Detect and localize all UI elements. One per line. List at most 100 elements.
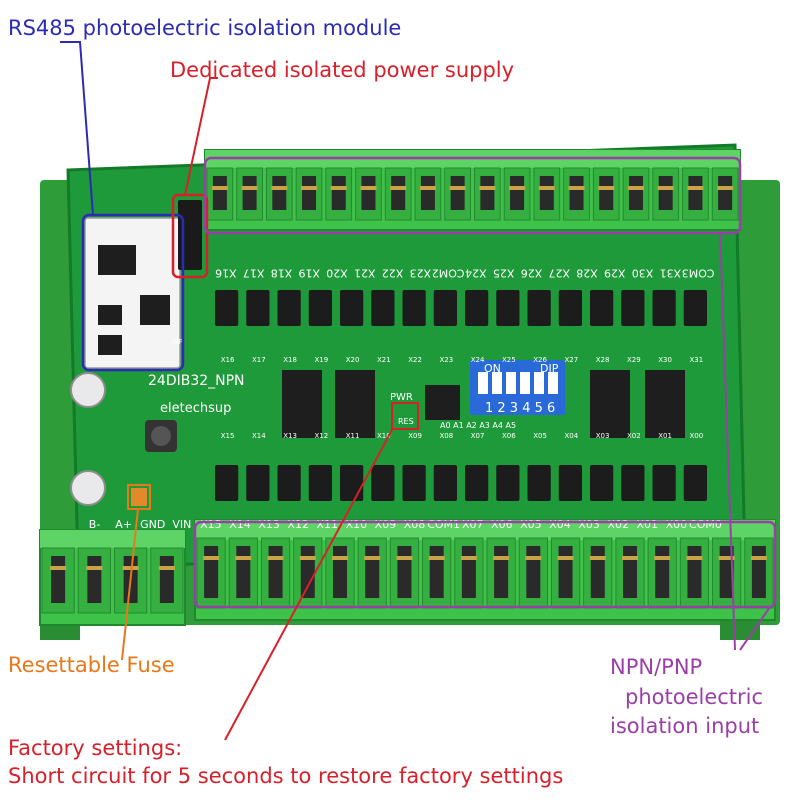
power-terminal-block (39, 529, 186, 626)
svg-text:X18: X18 (271, 267, 293, 280)
svg-text:X28: X28 (576, 267, 598, 280)
input-highlight-top (203, 156, 742, 235)
svg-text:X12: X12 (315, 432, 329, 440)
svg-text:X16: X16 (215, 267, 237, 280)
svg-text:X03: X03 (578, 518, 600, 531)
svg-text:X01: X01 (658, 432, 672, 440)
svg-text:X10: X10 (346, 518, 368, 531)
svg-text:X07: X07 (462, 518, 484, 531)
svg-text:X31: X31 (660, 267, 682, 280)
svg-text:X00: X00 (690, 432, 704, 440)
bottom-terminal-block (194, 519, 776, 621)
svg-text:X06: X06 (502, 432, 516, 440)
svg-text:X20: X20 (346, 356, 360, 364)
svg-text:ON: ON (484, 362, 501, 375)
svg-text:1 2 3 4 5 6: 1 2 3 4 5 6 (485, 401, 555, 416)
power-callout: Dedicated isolated power supply (170, 58, 515, 82)
svg-text:X30: X30 (658, 356, 672, 364)
svg-text:X17: X17 (243, 267, 265, 280)
svg-text:X10: X10 (377, 432, 391, 440)
svg-text:X24: X24 (471, 356, 485, 364)
brand-silkscreen: eletechsup (160, 401, 231, 416)
svg-text:X02: X02 (607, 518, 629, 531)
svg-text:X27: X27 (548, 267, 570, 280)
svg-text:X19: X19 (315, 356, 329, 364)
svg-text:X05: X05 (533, 432, 547, 440)
svg-text:A0 A1 A2 A3 A4 A5: A0 A1 A2 A3 A4 A5 (440, 421, 516, 430)
svg-text:X11: X11 (346, 432, 360, 440)
npn-callout-line3: isolation input (610, 714, 760, 738)
dip-switch (470, 360, 565, 415)
svg-text:A+: A+ (115, 518, 132, 531)
svg-text:COM3: COM3 (682, 267, 715, 280)
svg-text:X04: X04 (549, 518, 571, 531)
model-silkscreen: 24DIB32_NPN (148, 373, 245, 389)
svg-text:X22: X22 (382, 267, 404, 280)
svg-text:X21: X21 (377, 356, 391, 364)
svg-text:X30: X30 (632, 267, 654, 280)
input-highlight-bottom (193, 520, 777, 609)
rs485-module (84, 217, 181, 369)
factory-callout-line1: Factory settings: (8, 736, 183, 760)
svg-text:X22: X22 (408, 356, 422, 364)
svg-text:X11: X11 (316, 518, 338, 531)
svg-text:X15: X15 (200, 518, 222, 531)
svg-text:X25: X25 (493, 267, 515, 280)
svg-text:X14: X14 (229, 518, 251, 531)
top-terminal-block (204, 149, 741, 231)
svg-text:X09: X09 (408, 432, 422, 440)
svg-text:ISP: ISP (172, 338, 183, 346)
svg-text:X28: X28 (596, 356, 610, 364)
svg-text:X05: X05 (520, 518, 542, 531)
power-highlight (171, 193, 209, 279)
svg-text:X08: X08 (440, 432, 454, 440)
svg-text:COM2: COM2 (432, 267, 465, 280)
svg-text:X19: X19 (298, 267, 320, 280)
svg-text:X06: X06 (491, 518, 513, 531)
svg-text:X24: X24 (465, 267, 487, 280)
fuse-highlight (127, 484, 151, 510)
isolated-power-module (178, 200, 202, 270)
svg-text:DIP: DIP (540, 362, 559, 375)
svg-text:X13: X13 (258, 518, 280, 531)
npn-callout-line1: NPN/PNP (610, 655, 703, 679)
svg-text:GND: GND (140, 518, 165, 531)
svg-text:PWR: PWR (390, 392, 413, 403)
resettable-fuse (131, 488, 147, 506)
fuse-callout: Resettable Fuse (8, 653, 175, 677)
svg-text:X25: X25 (502, 356, 516, 364)
svg-text:X15: X15 (221, 432, 235, 440)
factory-callout-line2: Short circuit for 5 seconds to restore f… (8, 764, 564, 788)
svg-text:X02: X02 (627, 432, 641, 440)
npn-callout-line2: photoelectric (625, 685, 764, 709)
svg-text:RES: RES (398, 417, 414, 426)
svg-text:X26: X26 (521, 267, 543, 280)
reset-highlight (391, 402, 419, 430)
svg-text:COM1: COM1 (427, 518, 460, 531)
svg-text:X08: X08 (404, 518, 426, 531)
svg-text:X04: X04 (565, 432, 579, 440)
svg-text:X31: X31 (690, 356, 704, 364)
svg-text:X27: X27 (565, 356, 579, 364)
svg-text:X29: X29 (627, 356, 641, 364)
svg-text:X18: X18 (283, 356, 297, 364)
svg-text:COM0: COM0 (689, 518, 722, 531)
svg-text:X23: X23 (440, 356, 454, 364)
svg-text:X00: X00 (666, 518, 688, 531)
svg-text:X29: X29 (604, 267, 626, 280)
svg-text:X21: X21 (354, 267, 376, 280)
svg-text:B-: B- (89, 518, 101, 531)
rs485-callout: RS485 photoelectric isolation module (8, 16, 402, 40)
capacitor-1 (70, 372, 106, 408)
svg-text:X01: X01 (636, 518, 658, 531)
svg-text:X20: X20 (326, 267, 348, 280)
svg-text:X23: X23 (410, 267, 432, 280)
svg-text:X14: X14 (252, 432, 266, 440)
capacitor-2 (70, 470, 106, 506)
svg-text:X12: X12 (287, 518, 309, 531)
svg-text:X07: X07 (471, 432, 485, 440)
svg-text:X17: X17 (252, 356, 266, 364)
svg-text:X16: X16 (221, 356, 235, 364)
svg-text:X26: X26 (533, 356, 547, 364)
